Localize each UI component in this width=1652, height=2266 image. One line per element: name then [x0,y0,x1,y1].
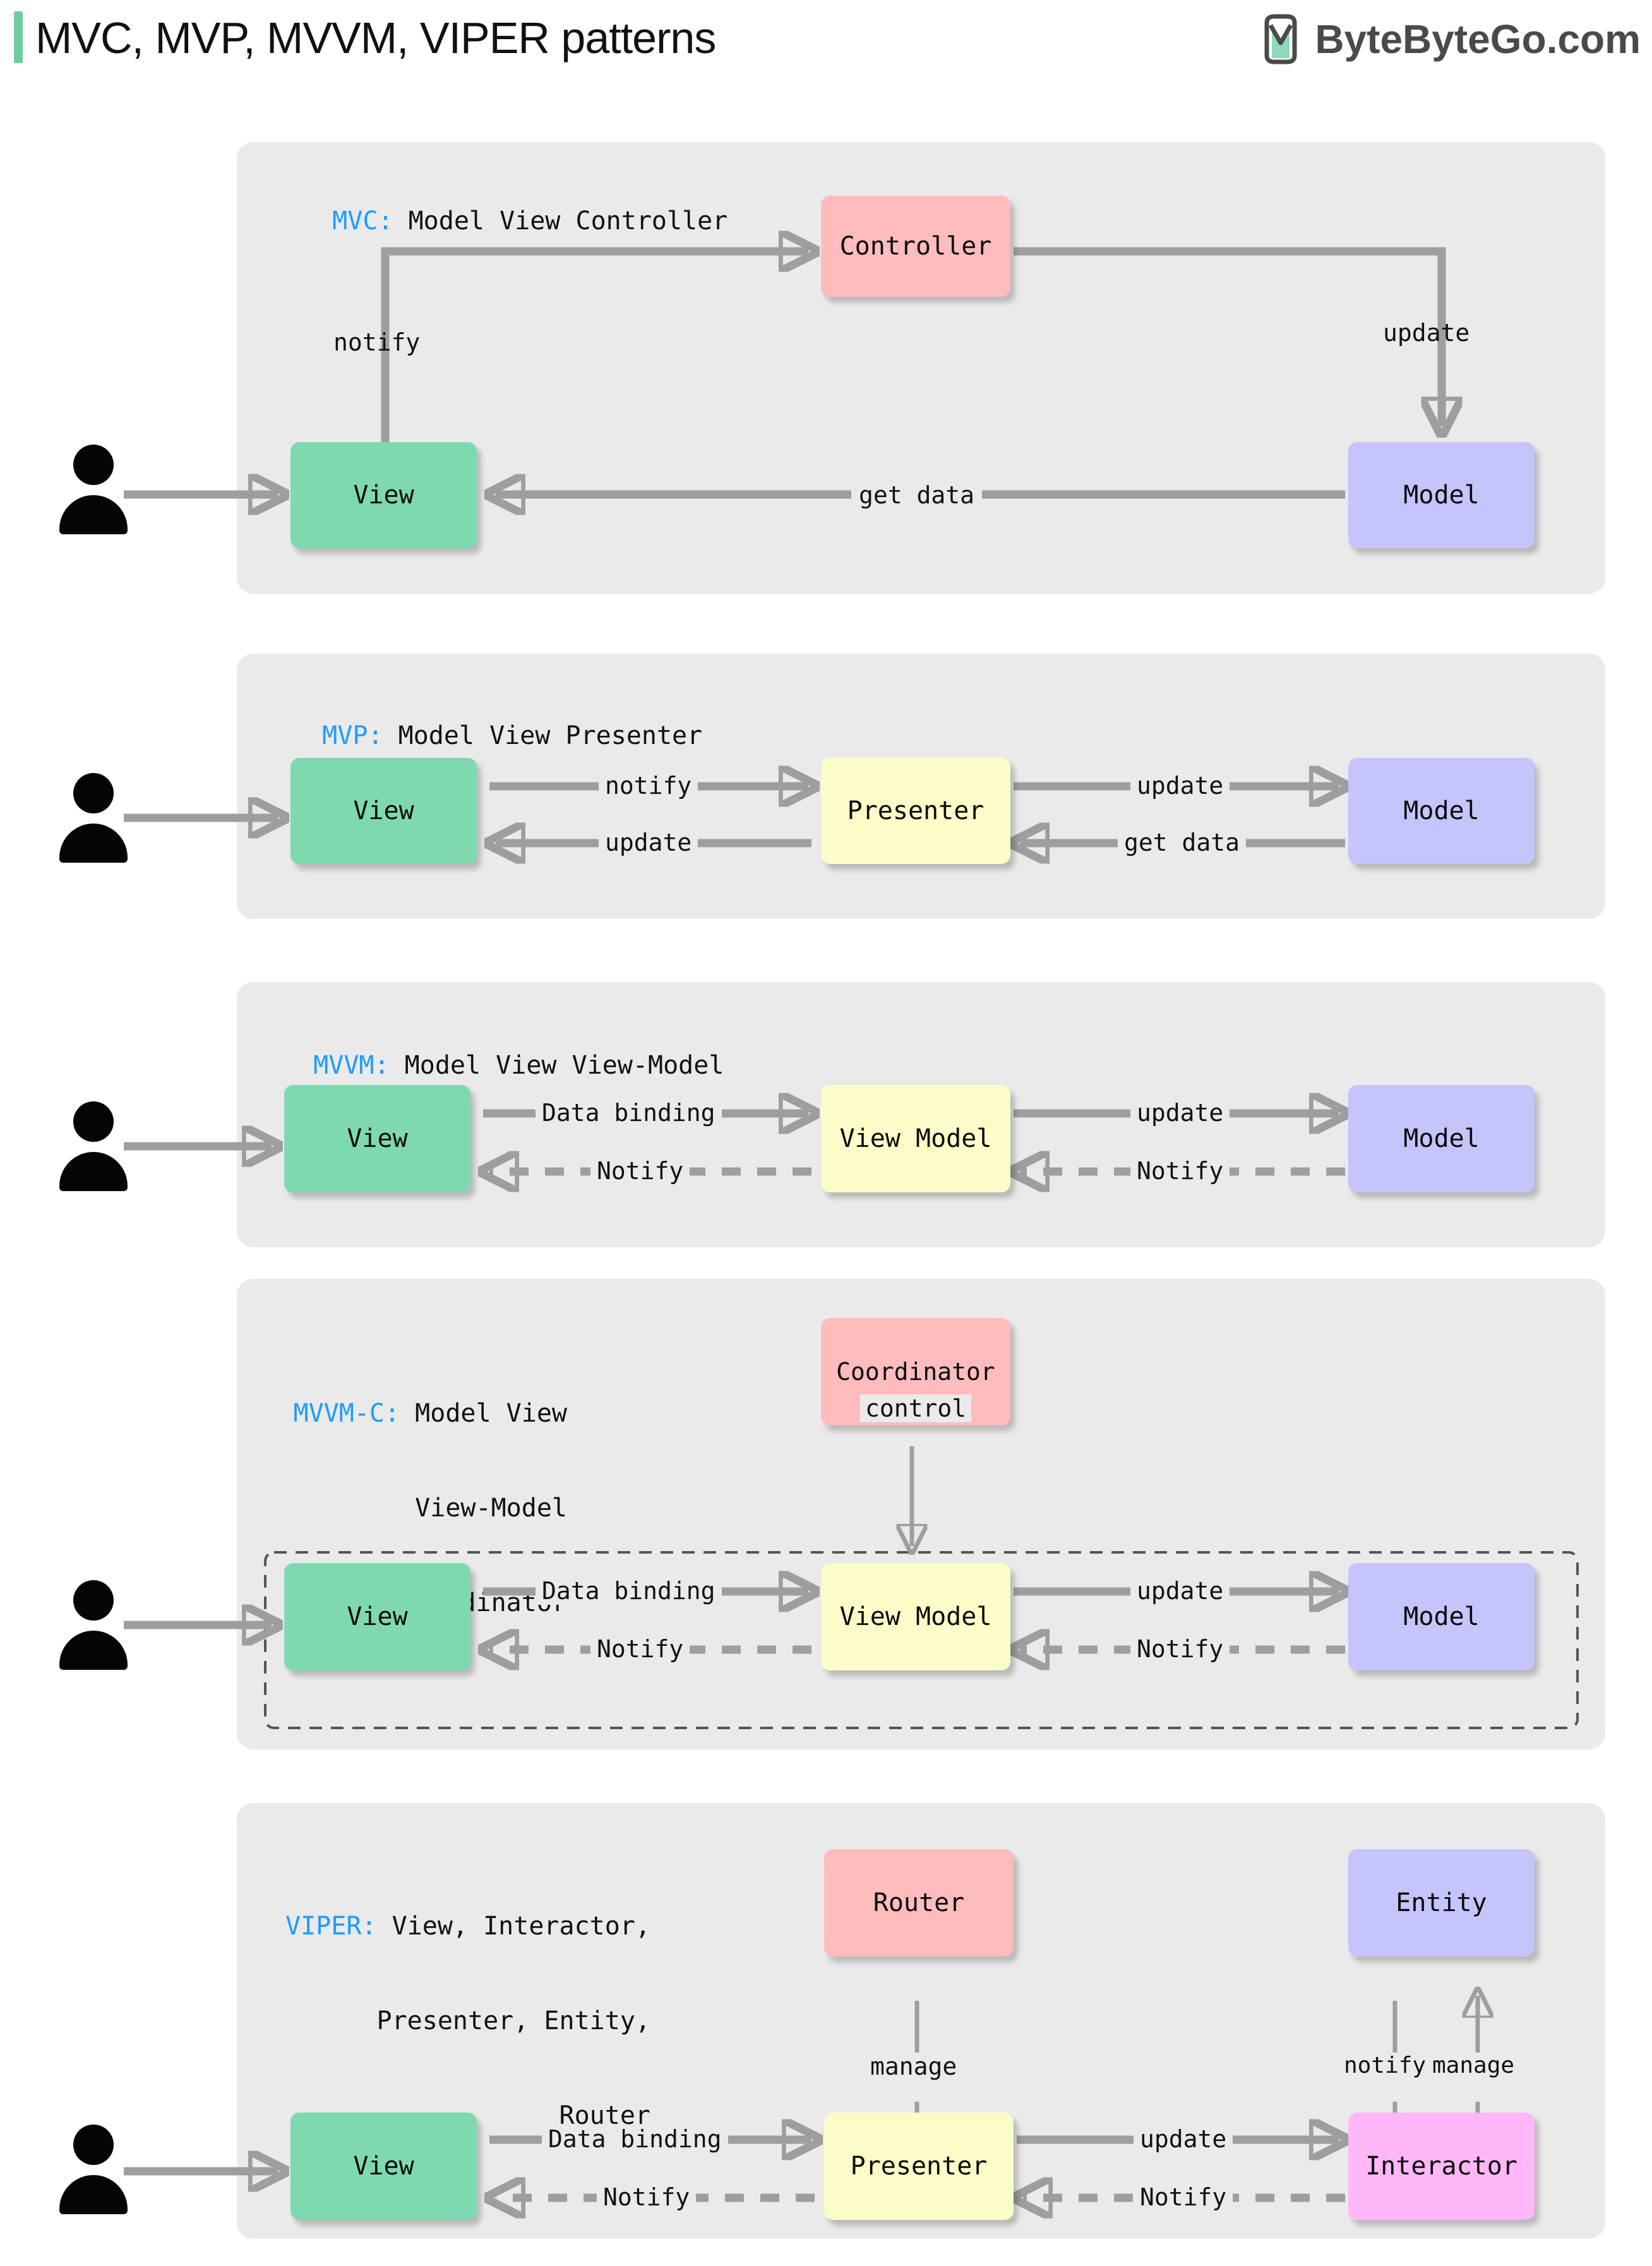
edge-label-viper-notify-view: Notify [597,2183,697,2211]
title-accent-bar [14,11,23,63]
node-mvc-controller[interactable]: Controller [821,196,1010,297]
user-head-icon [73,445,114,485]
user-actor-viper [58,2122,129,2217]
caption-key-mvp: MVP: [322,721,383,750]
edge-label-mvvmc-databinding: Data binding [536,1577,722,1605]
edge-label-mvvm-databinding: Data binding [536,1099,722,1127]
edge-label-mvp-update-model: update [1130,772,1230,800]
node-mvvm-viewmodel[interactable]: View Model [821,1085,1010,1192]
node-mvvmc-model[interactable]: Model [1348,1563,1535,1670]
edge-label-viper-notify-entity: notify [1340,2053,1430,2078]
caption-line-1: View, Interactor, [376,1912,650,1941]
bytebytego-logo-icon [1258,14,1303,64]
user-body-icon [59,1631,128,1670]
caption-line-2: View-Model [415,1494,567,1523]
node-viper-interactor[interactable]: Interactor [1348,2113,1535,2220]
page-header: MVC, MVP, MVVM, VIPER patterns ByteByteG… [0,0,1652,82]
edge-label-mvp-getdata: get data [1118,829,1247,856]
user-head-icon [73,1101,114,1142]
edge-label-mvvmc-control: control [860,1394,972,1422]
edge-label-mvvmc-notify-view: Notify [590,1635,690,1663]
caption-text-mvp: Model View Presenter [383,721,703,750]
edge-label-mvc-update: update [1383,319,1470,347]
user-actor-mvp [58,770,129,865]
caption-text-mvc: Model View Controller [393,207,728,236]
brand-logo: ByteByteGo.com [1258,14,1641,64]
node-mvp-model[interactable]: Model [1348,758,1535,864]
edge-label-mvvm-update: update [1130,1099,1230,1127]
node-mvp-presenter[interactable]: Presenter [821,758,1010,864]
node-mvp-view[interactable]: View [290,758,477,864]
user-head-icon [73,1580,114,1621]
edge-label-viper-update: update [1134,2125,1233,2153]
edge-label-viper-notify-presenter: Notify [1134,2183,1233,2211]
user-body-icon [59,1152,128,1191]
caption-key-mvvm: MVVM: [313,1051,390,1080]
caption-mvp: MVP: Model View Presenter [292,688,702,752]
edge-label-viper-manage-entity: manage [1428,2053,1519,2078]
caption-key-mvvmc: MVVM-C: [293,1399,400,1428]
caption-line-1: Model View [400,1399,567,1428]
caption-key-mvc: MVC: [332,207,393,236]
caption-viper: VIPER: View, Interactor, Presenter, Enti… [272,1847,650,2163]
page-title: MVC, MVP, MVVM, VIPER patterns [35,13,716,63]
edge-label-mvvm-notify-vm: Notify [1130,1157,1230,1185]
edge-label-mvp-notify: notify [599,772,698,800]
edge-label-viper-manage-router: manage [865,2053,962,2080]
edge-label-mvp-update-view: update [599,829,698,856]
node-viper-entity[interactable]: Entity [1348,1849,1535,1957]
user-actor-mvc [58,442,129,537]
user-body-icon [59,824,128,863]
caption-line-2: Presenter, Entity, [376,2006,650,2035]
user-actor-mvvmc [58,1578,129,1672]
caption-mvvm: MVVM: Model View View-Model [283,1018,724,1081]
user-head-icon [73,773,114,813]
node-viper-presenter[interactable]: Presenter [824,2113,1014,2220]
node-mvvm-model[interactable]: Model [1348,1085,1535,1192]
caption-mvc: MVC: Model View Controller [302,174,727,237]
user-body-icon [59,2175,128,2214]
brand-text: ByteByteGo.com [1315,16,1641,62]
node-mvc-view[interactable]: View [290,442,477,548]
edge-label-mvvmc-notify-vm: Notify [1130,1635,1230,1663]
node-mvvmc-viewmodel[interactable]: View Model [821,1563,1010,1670]
node-viper-view[interactable]: View [290,2113,477,2220]
edge-label-mvc-notify: notify [333,328,421,356]
node-mvvmc-view[interactable]: View [284,1563,470,1670]
edge-label-mvvmc-update: update [1130,1577,1230,1605]
user-body-icon [59,495,128,534]
edge-label-viper-databinding: Data binding [542,2125,728,2153]
caption-text-mvvm: Model View View-Model [389,1051,724,1080]
user-head-icon [73,2125,114,2165]
edge-label-mvvm-notify-view: Notify [590,1157,690,1185]
node-viper-router[interactable]: Router [824,1849,1014,1957]
node-mvc-model[interactable]: Model [1348,442,1535,548]
node-mvvm-view[interactable]: View [284,1085,470,1192]
user-actor-mvvm [58,1099,129,1194]
edge-label-mvc-getdata: get data [851,481,983,509]
caption-key-viper: VIPER: [285,1912,377,1941]
